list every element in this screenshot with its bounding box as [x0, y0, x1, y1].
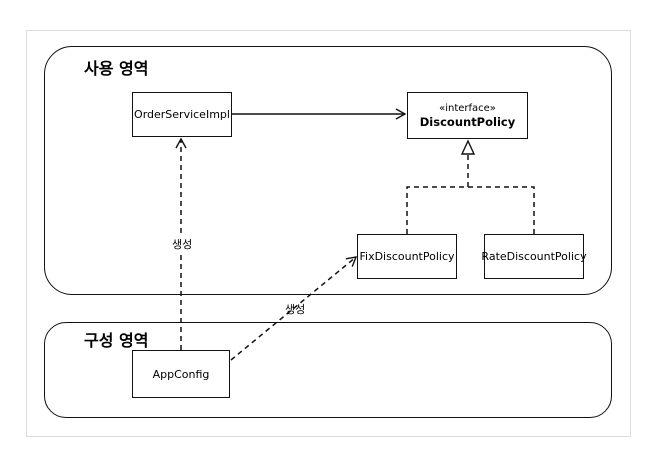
app-config-label: AppConfig — [152, 367, 210, 381]
create-fix-edge-label: 생성 — [285, 303, 306, 316]
config-zone-title: 구성 영역 — [84, 331, 149, 350]
discount-policy-label: DiscountPolicy — [419, 114, 516, 129]
rate-discount-policy-label: RateDiscountPolicy — [481, 250, 587, 263]
diagram-frame — [26, 30, 631, 437]
usage-zone — [44, 46, 612, 295]
rate-discount-policy-node: RateDiscountPolicy — [481, 234, 587, 279]
order-service-impl-node: OrderServiceImpl — [132, 92, 232, 137]
app-config-node: AppConfig — [132, 350, 230, 398]
fix-discount-policy-label: FixDiscountPolicy — [359, 250, 455, 263]
fix-discount-policy-node: FixDiscountPolicy — [357, 234, 457, 279]
config-zone — [44, 322, 612, 418]
realization-edge-rate — [468, 186, 535, 234]
usage-zone-title: 사용 영역 — [84, 59, 149, 78]
order-service-impl-label: OrderServiceImpl — [134, 108, 230, 121]
realization-edge-fix — [406, 155, 469, 234]
discount-policy-interface-node: «interface» DiscountPolicy — [407, 92, 528, 139]
interface-stereotype: «interface» — [439, 102, 496, 114]
create-order-edge-label: 생성 — [170, 236, 195, 252]
realization-triangle-head — [460, 139, 476, 155]
